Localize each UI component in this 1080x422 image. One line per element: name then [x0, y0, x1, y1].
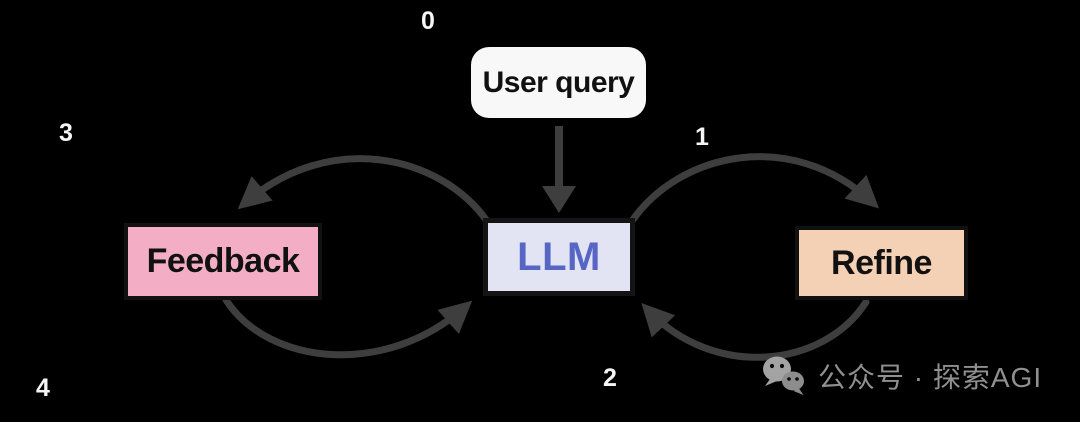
node-refine: Refine — [795, 226, 968, 300]
node-feedback-label: Feedback — [146, 242, 300, 280]
node-llm: LLM — [483, 218, 635, 296]
node-llm-label: LLM — [517, 234, 601, 279]
wechat-icon — [763, 356, 804, 395]
step-label-0: 0 — [421, 7, 435, 35]
step-label-2: 2 — [603, 364, 617, 392]
node-user-query-label: User query — [482, 65, 635, 99]
arrow-refine-to-llm — [641, 298, 870, 361]
arrow-llm-to-refine — [628, 153, 880, 225]
step-label-3: 3 — [59, 119, 73, 147]
node-feedback: Feedback — [124, 223, 322, 300]
node-refine-label: Refine — [831, 243, 932, 282]
watermark: 公众号 · 探索AGI — [760, 354, 1042, 398]
step-label-4: 4 — [36, 374, 50, 402]
watermark-text: 公众号 · 探索AGI — [818, 362, 1043, 393]
arrow-feedback-to-llm — [222, 296, 473, 359]
node-user-query: User query — [471, 47, 646, 118]
step-label-1: 1 — [695, 123, 709, 151]
arrow-llm-to-feedback — [237, 155, 491, 225]
arrow-userquery-to-llm — [542, 126, 576, 213]
